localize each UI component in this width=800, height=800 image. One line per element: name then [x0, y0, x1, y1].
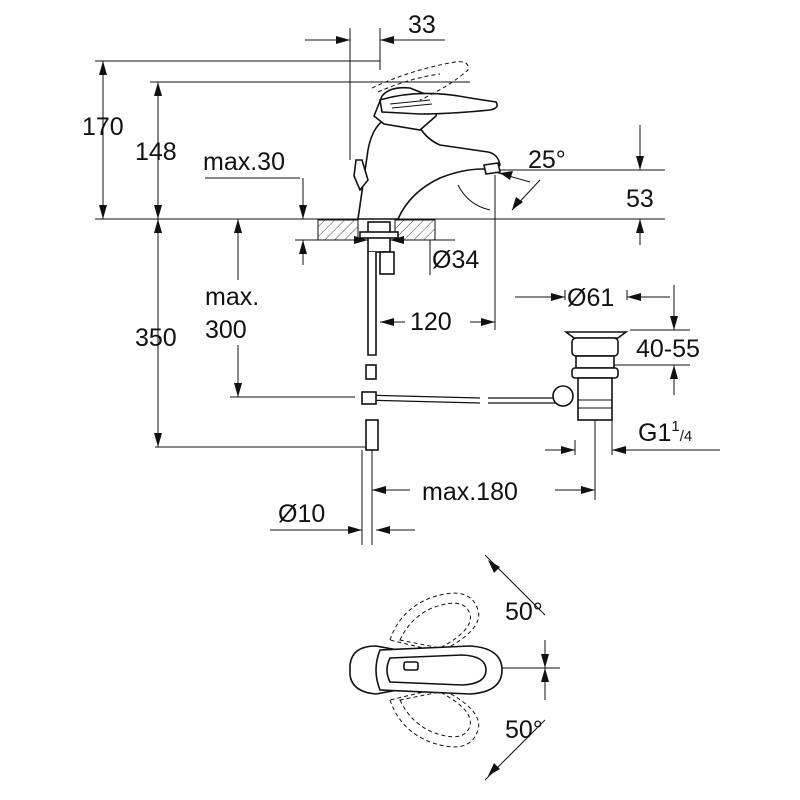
dimension-labels: 33 170 148 max.30 25° 53 Ø34 max. 300 35… — [82, 11, 700, 744]
dim-170: 170 — [82, 113, 124, 141]
dim-120: 120 — [410, 308, 452, 336]
dim-angle-50-lower: 50° — [505, 716, 543, 744]
dim-thread: G11/4 — [638, 418, 692, 447]
dim-d61: Ø61 — [567, 284, 614, 312]
dim-300: 300 — [205, 316, 247, 344]
dim-53: 53 — [626, 185, 654, 213]
dim-350: 350 — [135, 324, 177, 352]
faucet-body — [353, 61, 501, 380]
dim-angle-50-upper: 50° — [505, 598, 543, 626]
dim-148: 148 — [135, 138, 177, 166]
dim-max-label: max. — [205, 283, 259, 311]
dim-max-30: max.30 — [203, 148, 285, 176]
dim-angle-25: 25° — [528, 146, 566, 174]
dim-40-55: 40-55 — [636, 335, 700, 363]
dim-max-180: max.180 — [422, 478, 518, 506]
dim-d10: Ø10 — [278, 500, 325, 528]
dim-d34: Ø34 — [432, 246, 479, 274]
lever-top-view — [349, 554, 560, 781]
waste-assembly — [361, 331, 629, 451]
dim-33: 33 — [408, 11, 436, 39]
dimension-lines — [99, 36, 720, 776]
